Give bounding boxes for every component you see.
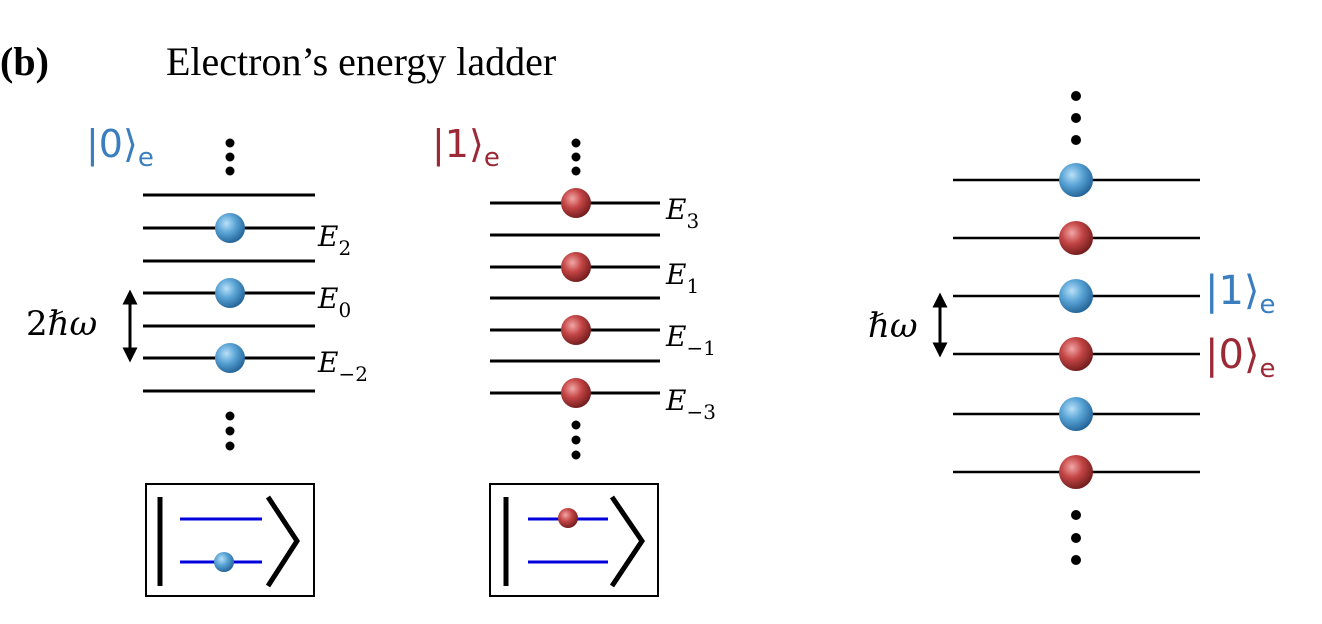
left-state-ket: |0⟩e xyxy=(86,122,154,174)
energy-label: E−2 xyxy=(318,346,368,386)
figure-title: Electron’s energy ladder xyxy=(166,39,557,84)
middle-electrons xyxy=(561,188,591,408)
energy-label: E0 xyxy=(318,282,352,322)
energy-label: E2 xyxy=(318,220,352,260)
blue-electron xyxy=(1059,397,1093,431)
panel-label: (b) xyxy=(0,39,49,84)
left-dots-top xyxy=(225,138,235,176)
energy-label: E−3 xyxy=(666,384,716,424)
energy-label: E1 xyxy=(666,258,700,298)
left-electrons xyxy=(215,213,245,373)
red-electron xyxy=(1059,221,1093,255)
middle-ladder xyxy=(490,201,660,395)
blue-electron xyxy=(215,343,245,373)
left-inset xyxy=(145,483,315,597)
middle-dots-bottom xyxy=(571,420,581,460)
red-electron xyxy=(561,315,591,345)
right-upper-state-ket: |1⟩e xyxy=(1205,268,1276,321)
blue-electron xyxy=(215,278,245,308)
red-electron xyxy=(561,378,591,408)
red-electron xyxy=(558,508,578,528)
right-dots-top xyxy=(1071,91,1081,145)
right-electrons xyxy=(1059,163,1093,489)
right-spacing-label: ℏω xyxy=(868,306,918,346)
blue-electron xyxy=(214,552,234,572)
middle-dots-top xyxy=(571,138,581,176)
right-dots-bottom xyxy=(1071,510,1081,565)
blue-electron xyxy=(1059,163,1093,197)
middle-state-ket: |1⟩e xyxy=(432,122,500,174)
blue-electron xyxy=(1059,279,1093,313)
energy-label: E3 xyxy=(666,193,700,233)
red-electron xyxy=(1059,337,1093,371)
middle-inset xyxy=(489,483,659,597)
red-electron xyxy=(561,252,591,282)
left-dots-bottom xyxy=(225,411,235,451)
right-lower-state-ket: |0⟩e xyxy=(1205,332,1276,385)
red-electron xyxy=(561,188,591,218)
blue-electron xyxy=(215,213,245,243)
left-spacing-label: 2ℏω xyxy=(26,304,98,344)
red-electron xyxy=(1059,455,1093,489)
energy-label: E−1 xyxy=(666,320,716,360)
